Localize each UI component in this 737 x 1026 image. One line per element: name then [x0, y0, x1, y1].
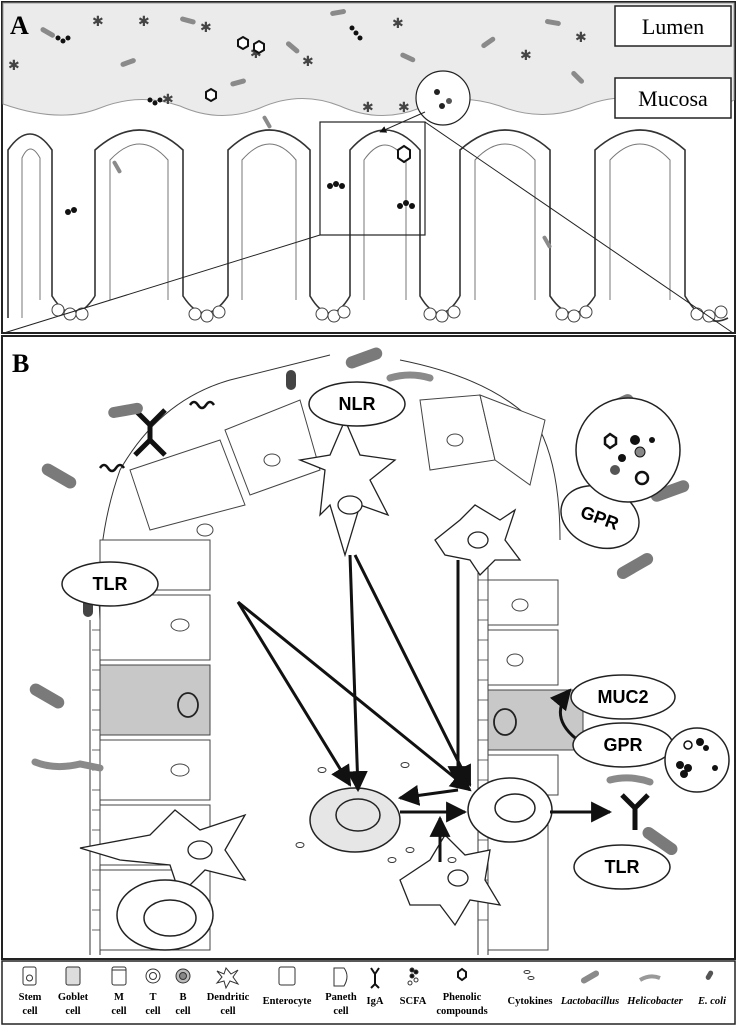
zoom-box — [319, 121, 426, 236]
tlr-label-right: TLR — [605, 857, 640, 877]
tlr-receptor-right — [573, 844, 671, 890]
scfa-icon — [407, 967, 419, 986]
legend-label: cell — [220, 1006, 235, 1017]
e-coli-icon — [705, 970, 714, 980]
iga-antibody-right — [620, 793, 650, 830]
panel-a-letter: A — [10, 11, 29, 40]
nlr-label: NLR — [339, 394, 376, 414]
tlr-receptor-left — [61, 561, 159, 607]
svg-text:✱: ✱ — [392, 16, 404, 32]
legend-label: compounds — [436, 1006, 487, 1017]
svg-text:✱: ✱ — [575, 30, 587, 46]
iga-antibody-top — [133, 408, 167, 457]
legend: Stem cell Goblet cell M cell T cell B ce… — [1, 960, 736, 1025]
legend-label: T — [149, 992, 156, 1003]
lactobacillus-icon — [580, 970, 600, 984]
t-cell-bottom-left — [116, 879, 214, 951]
scfa-squiggles — [98, 400, 216, 473]
legend-label: cell — [145, 1006, 160, 1017]
legend-label: cell — [111, 1006, 126, 1017]
legend-label: Enterocyte — [263, 996, 312, 1007]
legend-labels: Stem cell Goblet cell M cell T cell B ce… — [19, 992, 726, 1017]
svg-text:✱: ✱ — [138, 14, 150, 30]
legend-label: IgA — [367, 996, 384, 1007]
legend-label: cell — [65, 1006, 80, 1017]
metabolite-circle-right — [664, 727, 730, 793]
m-cell-icon — [111, 966, 127, 986]
cytokines-icon — [523, 970, 535, 980]
b-cell — [309, 787, 401, 853]
legend-label: B — [179, 992, 186, 1003]
dendritic-cell-icon — [215, 966, 240, 990]
lumen-zoom-circle — [415, 70, 471, 126]
lactobacillus-group — [40, 9, 585, 249]
svg-text:✱: ✱ — [162, 92, 174, 108]
goblet-cell-icon — [65, 966, 81, 986]
legend-label: Cytokines — [508, 996, 553, 1007]
scfa-group — [55, 25, 415, 215]
legend-label: Lactobacillus — [560, 996, 619, 1007]
legend-label: Dendritic — [207, 992, 250, 1003]
zoom-line-right — [424, 121, 734, 334]
legend-label: Goblet — [58, 992, 89, 1003]
legend-label: M — [114, 992, 124, 1003]
legend-label: Helicobacter — [626, 996, 683, 1007]
epithelium-top — [129, 394, 546, 537]
iga-icon — [370, 967, 380, 989]
nlr-receptor — [308, 381, 406, 427]
muc2-label: MUC2 — [597, 687, 648, 707]
legend-label: cell — [22, 1006, 37, 1017]
svg-text:✱: ✱ — [250, 46, 262, 62]
dendritic-cell-bottom — [399, 833, 502, 927]
crypt-cells — [51, 303, 728, 323]
enterocyte — [99, 739, 211, 801]
legend-label: cell — [333, 1006, 348, 1017]
svg-text:✱: ✱ — [8, 58, 20, 74]
muc2-receptor — [570, 674, 676, 720]
legend-label: Paneth — [325, 992, 357, 1003]
svg-text:✱: ✱ — [398, 100, 410, 116]
mucosa-label-box — [614, 77, 732, 119]
dendritic-cell-right — [434, 504, 522, 577]
panel-b-letter: B — [12, 349, 29, 378]
svg-text:✱: ✱ — [302, 54, 314, 70]
lumen-label-box — [614, 5, 732, 47]
zoom-line-left — [3, 234, 321, 334]
gpr-label-right: GPR — [603, 735, 642, 755]
metabolite-circle-top — [575, 397, 681, 503]
panel-a: A Lumen Mucosa — [1, 1, 736, 334]
cytokines — [295, 762, 457, 863]
particle-group: ✱ ✱ ✱ ✱ ✱ ✱ ✱ ✱ ✱ ✱ ✱ ✱ — [8, 14, 587, 116]
signal-arrows — [236, 554, 613, 862]
svg-text:✱: ✱ — [362, 100, 374, 116]
helicobacter-icon — [638, 974, 661, 982]
zoom-circle-arrow — [379, 111, 426, 133]
paneth-cell-icon — [333, 967, 348, 987]
mucosa-label: Mucosa — [638, 86, 708, 111]
epithelium-left — [99, 493, 211, 951]
tlr-label-left: TLR — [93, 574, 128, 594]
phenolic-group — [205, 35, 411, 164]
phenolic-compound-icon — [457, 967, 467, 982]
panel-b: B — [1, 335, 736, 960]
dendritic-cell-left — [79, 809, 247, 897]
enterocyte-icon — [278, 966, 296, 986]
legend-icons — [22, 966, 714, 990]
t-cell — [467, 777, 553, 843]
enterocyte — [487, 629, 559, 686]
legend-label: Phenolic — [443, 992, 482, 1003]
lumen-label: Lumen — [642, 14, 704, 39]
legend-label: cell — [175, 1006, 190, 1017]
dendritic-cell-top — [297, 418, 397, 558]
svg-text:✱: ✱ — [520, 48, 532, 64]
legend-label: SCFA — [400, 996, 427, 1007]
svg-text:✱: ✱ — [92, 14, 104, 30]
helicobacter-b — [31, 371, 654, 786]
villi-inner — [21, 143, 671, 318]
legend-label: Stem — [19, 992, 42, 1003]
svg-text:✱: ✱ — [200, 20, 212, 36]
legend-label: E. coli — [697, 996, 726, 1007]
